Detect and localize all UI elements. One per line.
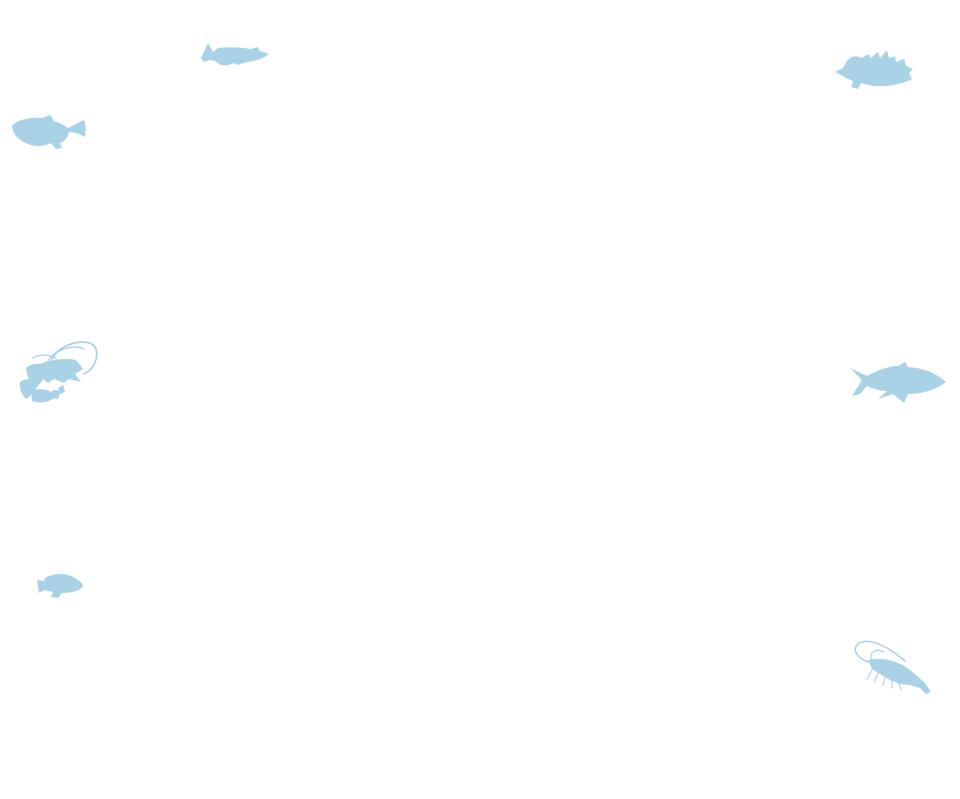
shrimp-icon	[850, 640, 934, 698]
pufferfish-icon	[12, 112, 88, 150]
spiny-pufferfish-icon	[834, 48, 914, 90]
lobster-icon	[14, 340, 100, 408]
salmon-icon	[200, 40, 270, 70]
tuna-icon	[846, 360, 948, 406]
small-fish-icon	[36, 572, 84, 600]
